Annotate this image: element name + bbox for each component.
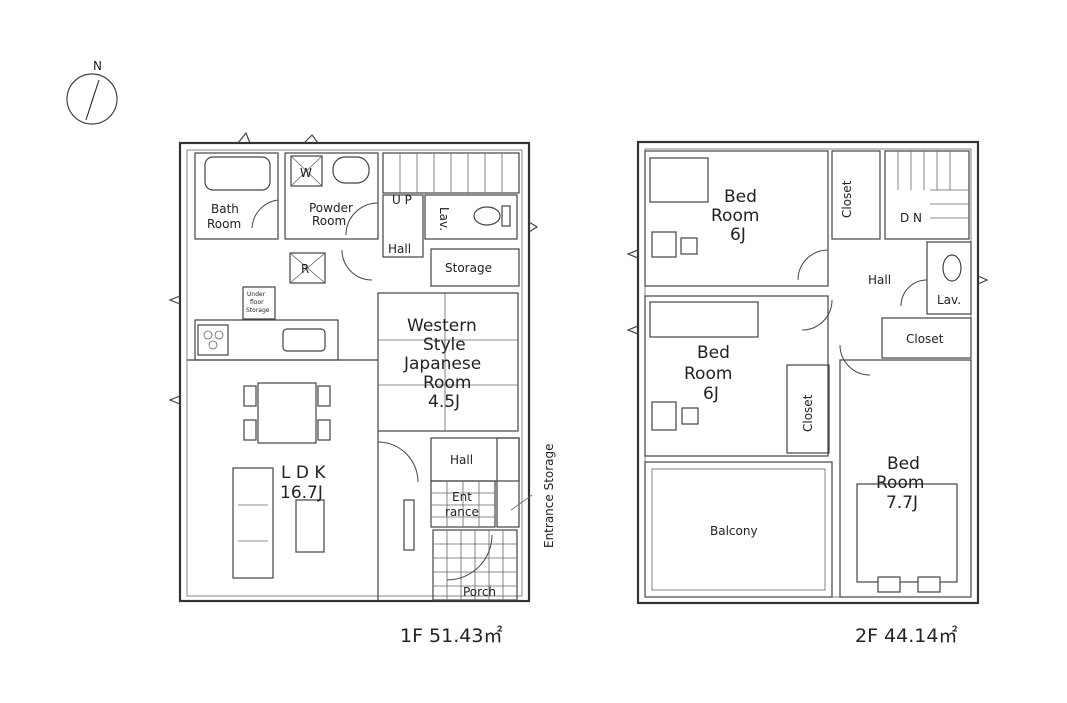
toilet-room-2f xyxy=(926,241,972,315)
balcony-label: Balcony xyxy=(710,524,758,538)
stairs-down-label: D N xyxy=(900,211,922,225)
chair xyxy=(317,385,331,407)
floor1-labels: Bath Room W Powder Room U P Lav. Hall R … xyxy=(207,166,556,647)
entrance-label: Ent xyxy=(452,490,472,504)
closet-middle-label: Closet xyxy=(906,332,944,346)
hall-bottom-label: Hall xyxy=(450,453,473,467)
closet-middle xyxy=(881,317,972,359)
toilet-icon xyxy=(942,254,962,282)
western-japanese-room xyxy=(377,292,519,432)
western-room-label-4: Room xyxy=(423,373,471,393)
sofa xyxy=(232,467,274,579)
floor2-labels: Bed Room 6J Closet D N Hall Lav. Closet … xyxy=(684,180,961,647)
floor1-outer-wall xyxy=(178,141,531,603)
stairs-2f xyxy=(884,150,970,240)
nightstand xyxy=(917,576,941,593)
bed-room-2-label-2: Room xyxy=(684,364,732,384)
ldk-area-label: 16.7J xyxy=(280,483,323,503)
floor2-outer-wall xyxy=(636,140,980,605)
floor1-area-label: 1F 51.43㎡ xyxy=(400,624,502,647)
desk-icon xyxy=(651,401,677,431)
bath-room-label: Bath xyxy=(211,202,239,216)
toilet-icon xyxy=(473,206,501,226)
bed-icon xyxy=(856,483,958,583)
ldk-label: L D K xyxy=(281,463,326,483)
hall-2f-label: Hall xyxy=(868,273,891,287)
floor2-area-label: 2F 44.14㎡ xyxy=(855,624,957,647)
western-room-label-1: Western xyxy=(407,316,477,336)
under-floor-label-2: floor xyxy=(250,299,264,306)
stove-icon xyxy=(197,324,229,356)
bed-icon xyxy=(649,157,709,203)
lav-label-1f: Lav. xyxy=(437,207,451,231)
washer-label: W xyxy=(300,166,312,180)
storage-room xyxy=(430,248,520,287)
bed-room-1-size: 6J xyxy=(730,225,746,245)
bed-room-3-size: 7.7J xyxy=(886,493,918,513)
under-floor-storage xyxy=(242,286,276,320)
powder-room-label-2: Room xyxy=(312,214,346,228)
under-floor-label: Under xyxy=(247,291,266,298)
kitchen-sink-icon xyxy=(282,328,326,352)
entrance-storage-label: Entrance Storage xyxy=(542,443,556,548)
compass-north-label: N xyxy=(93,59,102,73)
chair xyxy=(317,419,331,441)
under-floor-label-3: Storage xyxy=(246,307,270,314)
sink-icon xyxy=(332,156,370,184)
coffee-table xyxy=(295,499,325,553)
entrance-storage xyxy=(496,437,520,528)
storage-label: Storage xyxy=(445,261,492,275)
chair xyxy=(681,407,699,425)
hall-top-label: Hall xyxy=(388,242,411,256)
nightstand xyxy=(877,576,901,593)
bed-icon xyxy=(649,301,759,338)
bed-room-3-label-2: Room xyxy=(876,473,924,493)
chair xyxy=(243,385,257,407)
toilet-room-1f xyxy=(424,194,518,240)
chair xyxy=(243,419,257,441)
north-arrow-icon: N xyxy=(66,59,118,125)
tv-stand xyxy=(403,499,415,551)
porch-label: Porch xyxy=(463,585,496,599)
hall-bottom-1f xyxy=(430,437,520,482)
bathtub-icon xyxy=(204,156,271,191)
western-room-label-2: Style xyxy=(423,335,466,355)
closet-side xyxy=(786,364,830,454)
desk-icon xyxy=(651,231,677,258)
chair xyxy=(680,237,698,255)
bed-room-1 xyxy=(644,150,829,287)
dining-table xyxy=(257,382,317,444)
powder-room xyxy=(284,152,379,240)
balcony xyxy=(644,461,833,598)
closet-side-label: Closet xyxy=(801,394,815,432)
bath-room-label-2: Room xyxy=(207,217,241,231)
fridge-label: R xyxy=(301,262,309,276)
bed-room-2-size: 6J xyxy=(703,384,719,404)
bed-room-1-label-2: Room xyxy=(711,206,759,226)
entrance-label-2: rance xyxy=(445,505,479,519)
closet-top xyxy=(831,150,881,240)
floor2-plan xyxy=(626,140,989,605)
bed-room-3 xyxy=(839,359,972,598)
floor1-plan xyxy=(168,131,539,603)
powder-room-label: Powder xyxy=(309,201,353,215)
stairs-up-label: U P xyxy=(392,193,412,207)
western-room-label-5: 4.5J xyxy=(428,392,460,412)
lav-label-2f: Lav. xyxy=(937,293,961,307)
bed-room-3-label: Bed xyxy=(887,454,920,474)
western-room-label-3: Japanese xyxy=(403,354,481,374)
bed-room-2-label: Bed xyxy=(697,343,730,363)
closet-top-label: Closet xyxy=(840,180,854,218)
hall-top-1f xyxy=(382,194,424,258)
bed-room-1-label: Bed xyxy=(724,187,757,207)
bath-room xyxy=(194,152,279,240)
bed-room-2 xyxy=(644,295,829,457)
